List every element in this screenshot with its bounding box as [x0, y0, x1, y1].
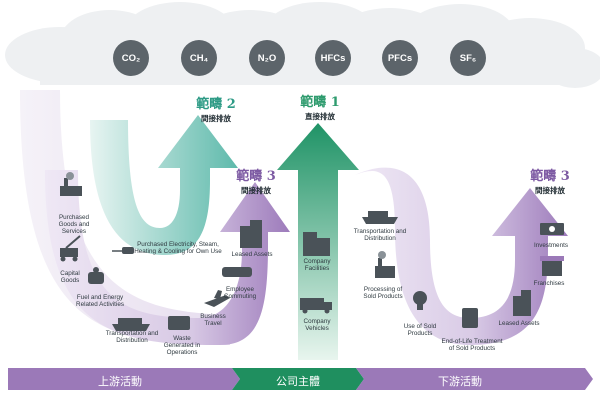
company-building-icon [303, 232, 330, 256]
scope2-subtitle: 間接排放 [201, 114, 231, 123]
processing-factory-icon [375, 251, 395, 278]
band-company-label: 公司主體 [276, 376, 320, 388]
label-company-vehicles: Company Vehicles [303, 318, 331, 333]
label-fuel-energy: Fuel and Energy Related Activities [76, 294, 124, 309]
label-employee-commuting: Employee Commuting [223, 286, 257, 301]
label-purchased-goods: Purchased Goods and Services [58, 214, 90, 236]
band-company-shape [232, 368, 364, 390]
scope1-title: 範疇 1 [300, 95, 340, 110]
fuel-tank-icon [88, 267, 104, 284]
cloud-background [5, 2, 600, 88]
gas-ch4-bubble: CH₄ [181, 40, 217, 76]
office-building-icon [240, 220, 262, 248]
ship-icon [112, 318, 150, 331]
label-upstream-transport: Transportation and Distribution [105, 330, 159, 345]
label-end-of-life: End-of-Life Treatment of Sold Products [441, 338, 503, 353]
label-processing: Processing of Sold Products [363, 286, 403, 301]
power-plug-icon [112, 247, 134, 254]
scope3-upstream-subtitle: 間接排放 [241, 186, 271, 195]
band-upstream-shape [8, 368, 240, 390]
label-franchises: Franchises [533, 280, 565, 287]
leased-building-icon [513, 290, 531, 316]
recycle-bin-icon [462, 308, 478, 328]
gas-pfcs-bubble: PFCs [382, 40, 418, 76]
label-company-facilities: Company Facilities [303, 258, 331, 273]
label-purchased-electricity: Purchased Electricity, Steam, Heating & … [134, 241, 222, 256]
gas-n2o-bubble: N₂O [249, 40, 285, 76]
label-use-of-sold: Use of Sold Products [403, 323, 437, 338]
label-capital-goods: Capital Goods [60, 270, 80, 285]
cargo-ship-icon [362, 211, 398, 224]
band-downstream-label: 下游活動 [438, 376, 482, 388]
label-downstream-transport: Transportation and Distribution [353, 228, 407, 243]
label-business-travel: Business Travel [200, 313, 226, 328]
factory-icon [60, 172, 82, 196]
band-upstream-label: 上游活動 [98, 376, 142, 388]
scope1-subtitle: 直接排放 [305, 112, 335, 121]
scope3-upstream-title: 範疇 3 [236, 169, 276, 184]
gas-co2-bubble: CO₂ [113, 40, 149, 76]
label-investments: Investments [534, 242, 568, 249]
money-icon [540, 223, 564, 235]
truck-icon [300, 298, 332, 314]
scope2-title: 範疇 2 [196, 97, 236, 112]
scope2-arrow [90, 115, 238, 255]
label-upstream-leased-assets: Leased Assets [231, 251, 273, 258]
crane-icon [60, 235, 81, 262]
gas-sf6-bubble: SF₆ [450, 40, 486, 76]
scope3-downstream-subtitle: 間接排放 [535, 186, 565, 195]
light-bulb-icon [413, 291, 427, 310]
label-downstream-leased-assets: Leased Assets [498, 320, 540, 327]
shop-icon [540, 256, 564, 276]
airplane-icon [204, 290, 230, 307]
scope3-downstream-title: 範疇 3 [530, 169, 570, 184]
scope3-upstream-arrow [45, 170, 290, 345]
band-downstream-shape [356, 368, 593, 390]
train-icon [222, 267, 252, 277]
label-waste: Waste Generated in Operations [163, 335, 201, 357]
dumpster-icon [168, 316, 190, 330]
gas-hfcs-bubble: HFCs [315, 40, 351, 76]
